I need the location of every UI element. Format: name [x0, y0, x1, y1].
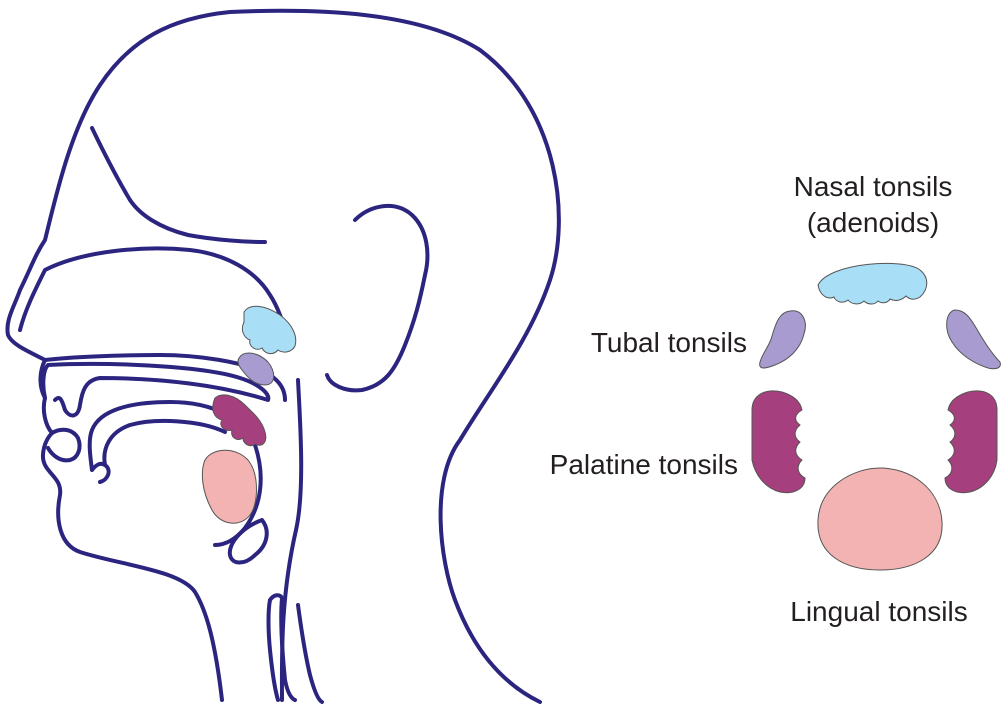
lower-lip: [46, 427, 82, 463]
trachea: [266, 593, 297, 702]
ear: [325, 203, 430, 393]
palatine-tonsils-label: Palatine tonsils: [550, 449, 738, 480]
nasal-tonsils-label: Nasal tonsils: [794, 171, 953, 202]
labels: Nasal tonsils (adenoids) Tubal tonsils P…: [550, 171, 968, 627]
head-nasal-tonsil: [241, 305, 297, 355]
epiglottis: [227, 518, 269, 565]
nasal-cavity: [18, 246, 292, 402]
head-outline: [5, 8, 561, 704]
head-profile: [5, 8, 561, 704]
adenoids-label: (adenoids): [807, 207, 939, 238]
head-lingual-tonsil: [201, 449, 257, 524]
cheek-line: [90, 126, 267, 244]
tubal-tonsils-label: Tubal tonsils: [591, 327, 747, 358]
head-palatine-tonsil: [212, 394, 267, 447]
neck-back-line: [279, 378, 304, 702]
nasal-tonsil-shape: [817, 262, 928, 305]
palatine-tonsil-right-shape: [944, 390, 998, 494]
hard-palate: [41, 361, 271, 418]
lingual-tonsil-shape: [817, 467, 943, 571]
waldeyer-ring-schematic: [751, 262, 1001, 571]
head-tonsils: [201, 305, 297, 524]
palatine-tonsil-left-shape: [751, 390, 806, 494]
head-tubal-tonsil: [237, 352, 275, 386]
esophagus: [296, 603, 324, 704]
tubal-tonsil-right-shape: [946, 309, 1001, 370]
lingual-tonsils-label: Lingual tonsils: [790, 596, 967, 627]
tubal-tonsil-left-shape: [759, 310, 806, 369]
